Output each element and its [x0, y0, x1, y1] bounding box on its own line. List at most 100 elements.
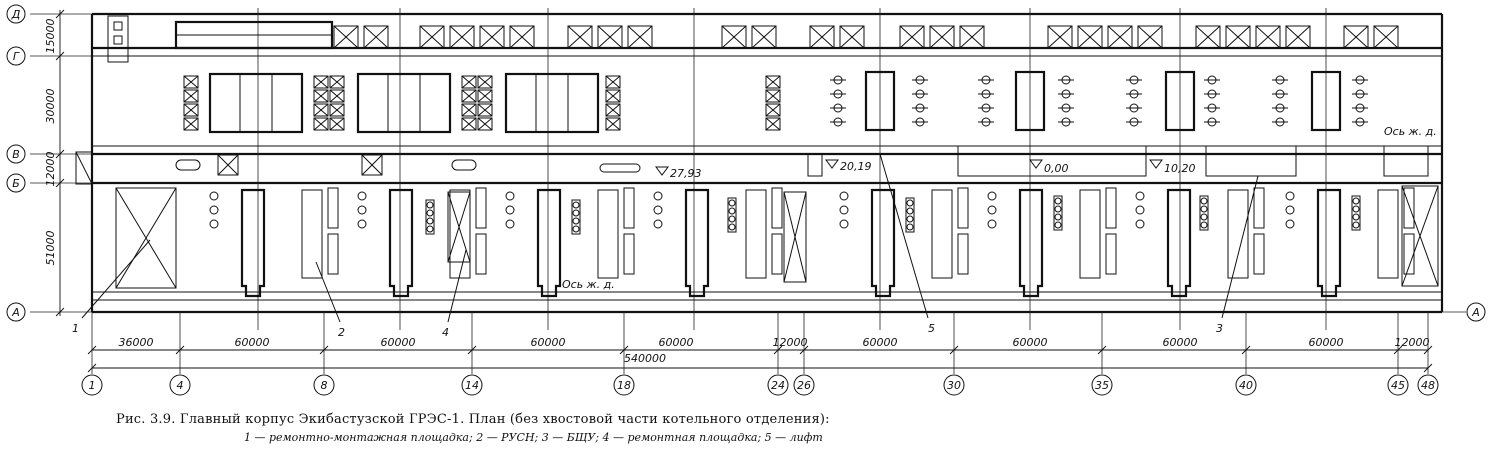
- mill-circle: [906, 207, 914, 215]
- callout-number: 3: [1216, 322, 1223, 335]
- mill-stack: [905, 197, 915, 233]
- bunker-rect: [627, 25, 653, 49]
- pump-cross: [313, 89, 329, 103]
- column-axis-marker: 35: [1091, 374, 1113, 396]
- bunker-cross: [1373, 25, 1399, 49]
- boiler-furnace: [684, 188, 710, 298]
- figure-caption: Рис. 3.9. Главный корпус Экибастузской Г…: [116, 412, 1386, 444]
- pump-cell: [461, 103, 477, 117]
- bay-dim-text: 60000: [531, 336, 566, 349]
- bunker-rect: [959, 25, 985, 49]
- bunker-cross: [1077, 25, 1103, 49]
- mill-circle: [728, 199, 736, 207]
- bunker-rect: [1285, 25, 1311, 49]
- bay-dim-text: 36000: [119, 336, 154, 349]
- burner-circle: [1135, 219, 1145, 229]
- row-axis-label: А: [1471, 306, 1480, 319]
- column-axis-circle: [793, 374, 815, 396]
- pump-stack: [461, 75, 477, 131]
- bunker-rect: [1343, 25, 1369, 49]
- pump-cross: [329, 89, 345, 103]
- mill-circle: [1352, 221, 1360, 229]
- bunker-cross: [1047, 25, 1073, 49]
- pump-cluster: [830, 75, 846, 127]
- bunker-rect: [1195, 25, 1221, 49]
- pump-cell: [605, 89, 621, 103]
- burner-circle: [987, 219, 997, 229]
- row-axis-marker: Д: [6, 4, 26, 24]
- bunker-cross: [959, 25, 985, 49]
- mill-circle: [572, 201, 580, 209]
- column-axis-marker: 14: [461, 374, 483, 396]
- bunker-cross: [419, 25, 445, 49]
- dim-tick: [467, 345, 477, 355]
- bunker-cross: [627, 25, 653, 49]
- pump-cell: [461, 89, 477, 103]
- boiler-shaft: [745, 189, 767, 279]
- mill-circle: [1200, 205, 1208, 213]
- bunker-rect: [567, 25, 593, 49]
- pump-cross: [329, 103, 345, 117]
- bay-dimension-chain: [92, 349, 1428, 369]
- elevation-mark: 0,00: [1029, 159, 1069, 175]
- burner-circle: [209, 191, 219, 201]
- pump-cell: [313, 75, 329, 89]
- bunker-cross: [479, 25, 505, 49]
- mill-circle: [1200, 213, 1208, 221]
- mill-stack: [425, 199, 435, 235]
- elevation-text: 20,19: [840, 160, 872, 173]
- boiler-unit: [1135, 187, 1265, 298]
- burner-circle: [357, 219, 367, 229]
- column-axis-marker: 26: [793, 374, 815, 396]
- bunker-box: [1195, 25, 1221, 49]
- elevation-text: 10,20: [1164, 162, 1196, 175]
- row-axis-marker: А: [6, 302, 26, 322]
- pump-cross: [461, 75, 477, 89]
- boiler-unit: [209, 187, 339, 298]
- deaerator-bay: [175, 145, 1429, 177]
- pump-stack: [313, 75, 329, 131]
- boiler-furnace: [1166, 188, 1192, 298]
- boiler-furnace: [536, 188, 562, 298]
- bunker-rect: [479, 25, 505, 49]
- dim-tick: [799, 345, 809, 355]
- bunker-rect: [809, 25, 835, 49]
- bunker-rect: [1373, 25, 1399, 49]
- column-axis-label: 8: [321, 379, 328, 392]
- pump-cluster: [1352, 75, 1368, 127]
- bunker-cross: [899, 25, 925, 49]
- bay-dim-text: 60000: [1163, 336, 1198, 349]
- turbine-casing: [504, 72, 600, 134]
- bunker-cross: [839, 25, 865, 49]
- condenser-vessel: [1164, 70, 1196, 132]
- burner-circle: [839, 205, 849, 215]
- burner-circle: [1285, 219, 1295, 229]
- column-axis-label: 14: [465, 379, 479, 392]
- pump-cell: [477, 75, 493, 89]
- bay-dim-text: 60000: [863, 336, 898, 349]
- mill-circle: [1200, 197, 1208, 205]
- dim-tick: [87, 345, 97, 355]
- bunker-rect: [597, 25, 623, 49]
- plant-plan-drawing: Д Г В Б А А 15000 30000 12000 51000: [6, 4, 1486, 396]
- boiler-duct: [1105, 187, 1117, 229]
- pump-cell: [183, 75, 199, 89]
- mill-rect: [571, 199, 581, 235]
- mill-circle: [1352, 213, 1360, 221]
- bunker-bay: [333, 25, 1399, 49]
- caption-legend: 1 — ремонтно-монтажная площадка; 2 — РУС…: [244, 431, 823, 444]
- boiler-shaft: [1227, 189, 1249, 279]
- mill-circle: [1352, 205, 1360, 213]
- dim-tick: [1097, 345, 1107, 355]
- pump-cross: [329, 117, 345, 131]
- bunker-cross: [567, 25, 593, 49]
- bunker-rect: [929, 25, 955, 49]
- span-dimensions: 15000 30000 12000 51000: [44, 19, 57, 266]
- boiler-shaft: [931, 189, 953, 279]
- bunker-box: [899, 25, 925, 49]
- pump-cross: [183, 75, 199, 89]
- bunker-box: [1373, 25, 1399, 49]
- bunker-rect: [449, 25, 475, 49]
- column-axis-marker: 30: [943, 374, 965, 396]
- mill-rect: [1351, 195, 1361, 231]
